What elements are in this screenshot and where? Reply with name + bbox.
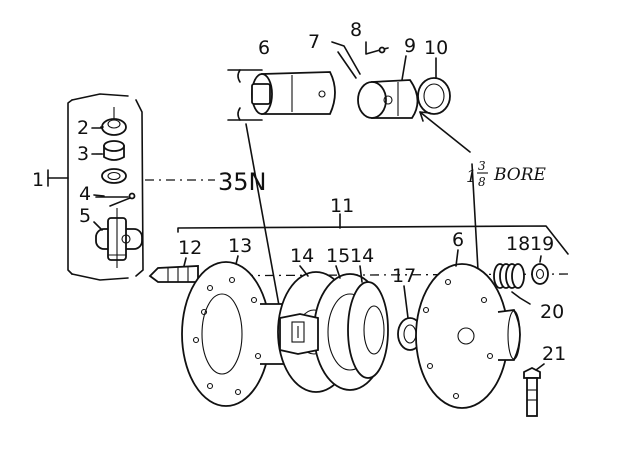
callout-2: 2: [77, 117, 89, 139]
bore-word: BORE: [493, 165, 547, 185]
part-16-plate: [415, 263, 521, 409]
leader-15: [335, 265, 341, 279]
callout-3: 3: [77, 143, 89, 165]
leader-5: [93, 221, 103, 231]
callout-11: 11: [330, 195, 354, 217]
connector-left: [245, 123, 283, 323]
callout-20: 20: [540, 301, 564, 323]
connector-right: [471, 163, 479, 271]
part-21-bolt: [523, 366, 541, 417]
leader-17: [403, 285, 409, 319]
callout-14-front: 14: [290, 245, 314, 267]
callout-6-yoke: 6: [258, 37, 270, 59]
part-4-pin: [95, 192, 136, 207]
part-19-nut: [531, 263, 549, 285]
part-18-spring: [493, 263, 525, 289]
callout-9: 9: [404, 35, 416, 57]
callout-12: 12: [178, 237, 202, 259]
part-9-sleeve: [357, 79, 419, 119]
leader-21: [535, 363, 545, 371]
bracket-group-11: [177, 213, 569, 255]
part-13-flange: [181, 261, 303, 407]
part-3-bushing: [96, 140, 127, 184]
callout-17: 17: [392, 265, 416, 287]
part-2-cap: [100, 107, 127, 136]
bore-denominator: 8: [478, 175, 486, 189]
callout-6-plate: 6: [452, 229, 464, 251]
leader-6b: [455, 249, 459, 267]
callout-21: 21: [542, 343, 566, 365]
bore-arrow: [419, 111, 431, 122]
bracket-group-1: [47, 93, 215, 281]
callout-7: 7: [308, 31, 320, 53]
callout-19: 19: [530, 233, 554, 255]
bore-whole: 1: [466, 167, 477, 187]
callout-18: 18: [506, 233, 530, 255]
bore-annotation: 1 3 8 BORE: [466, 159, 547, 189]
leader-14b: [359, 265, 363, 283]
callout-13: 13: [228, 235, 252, 257]
leader-4: [93, 194, 105, 197]
bore-leader: [419, 111, 471, 153]
part-8-pin: [365, 41, 389, 55]
callout-4: 4: [79, 183, 91, 205]
part-14-disc-rear: [347, 281, 389, 379]
part-7-key: [331, 41, 361, 79]
callout-10: 10: [424, 37, 448, 59]
leader-13: [235, 255, 239, 265]
callout-35n: 35N: [218, 168, 267, 196]
callout-1: 1: [32, 169, 44, 191]
callout-8: 8: [350, 19, 362, 41]
square-shaft: [279, 313, 319, 355]
part-6-yoke: [227, 69, 336, 121]
part-10-ring: [417, 77, 451, 115]
callout-5: 5: [79, 205, 91, 227]
leader-20: [511, 291, 531, 305]
part-5-ujoint-cross: [95, 208, 143, 268]
callout-15: 15: [326, 245, 350, 267]
callout-14-rear: 14: [350, 245, 374, 267]
leader-19: [539, 255, 542, 263]
leader-9: [401, 55, 407, 81]
leader-12: [183, 257, 187, 267]
bore-numerator: 3: [478, 159, 486, 173]
leader-14a: [299, 265, 309, 277]
part-12-bolt: [148, 265, 199, 283]
